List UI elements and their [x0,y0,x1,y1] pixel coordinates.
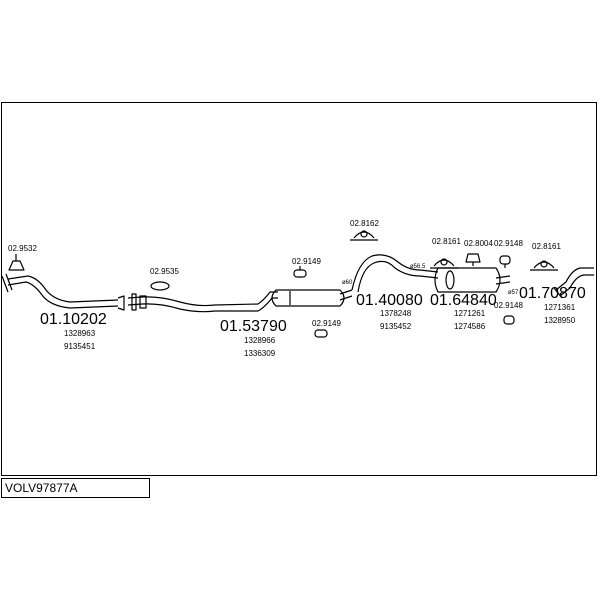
model-code-box: VOLV97877A [1,478,150,498]
part-ref-3a: 1378248 [380,309,412,318]
part-ref-1b: 9135451 [64,342,96,351]
part-number-4: 01.64840 [430,292,497,309]
clamp-middle [430,258,458,269]
model-code: VOLV97877A [5,481,78,495]
part-number-5: 01.70870 [519,285,586,302]
fitting-code-6: 02.8161 [432,237,461,246]
part-ref-2a: 1328966 [244,336,276,345]
rubber-hanger-bottom [314,329,328,338]
fitting-code-7: 02.8004 [464,239,493,248]
diameter-label-2: ø56.5 [410,264,426,270]
fitting-code-10: 02.9148 [494,301,523,310]
diameter-label-1: ø60 [342,280,353,286]
clamp-bracket [350,230,378,241]
part-ref-5a: 1271361 [544,303,576,312]
part-ref-4b: 1274586 [454,322,486,331]
diagram-frame [1,102,597,476]
clamp-rear [530,260,558,271]
fitting-code-3: 02.9149 [292,257,321,266]
part-ref-3b: 9135452 [380,322,412,331]
tail-pipe [553,267,594,299]
part-number-3: 01.40080 [356,292,423,309]
diameter-label-3: ø57 [508,290,519,296]
rear-muffler [434,267,511,293]
intermediate-pipe [351,254,439,293]
sealing-ring [150,281,170,291]
part-number-1: 01.10202 [40,311,107,328]
fitting-code-4: 02.9149 [312,319,341,328]
part-ref-2b: 1336309 [244,349,276,358]
part-ref-4a: 1271261 [454,309,486,318]
middle-pipe [127,289,353,313]
fitting-code-2: 02.9535 [150,267,179,276]
fitting-code-5: 02.8162 [350,219,379,228]
rubber-hanger-rear-top [499,255,511,268]
part-number-2: 01.53790 [220,318,287,335]
front-pipe [1,273,125,311]
fitting-code-8: 02.9148 [494,239,523,248]
mounting-bracket [465,253,481,266]
part-ref-1a: 1328963 [64,329,96,338]
rubber-hanger-top [293,266,307,278]
front-flange [8,254,25,271]
part-ref-5b: 1328950 [544,316,576,325]
rubber-hanger-rear-bottom [503,315,515,325]
fitting-code-9: 02.8161 [532,242,561,251]
fitting-code-1: 02.9532 [8,244,37,253]
